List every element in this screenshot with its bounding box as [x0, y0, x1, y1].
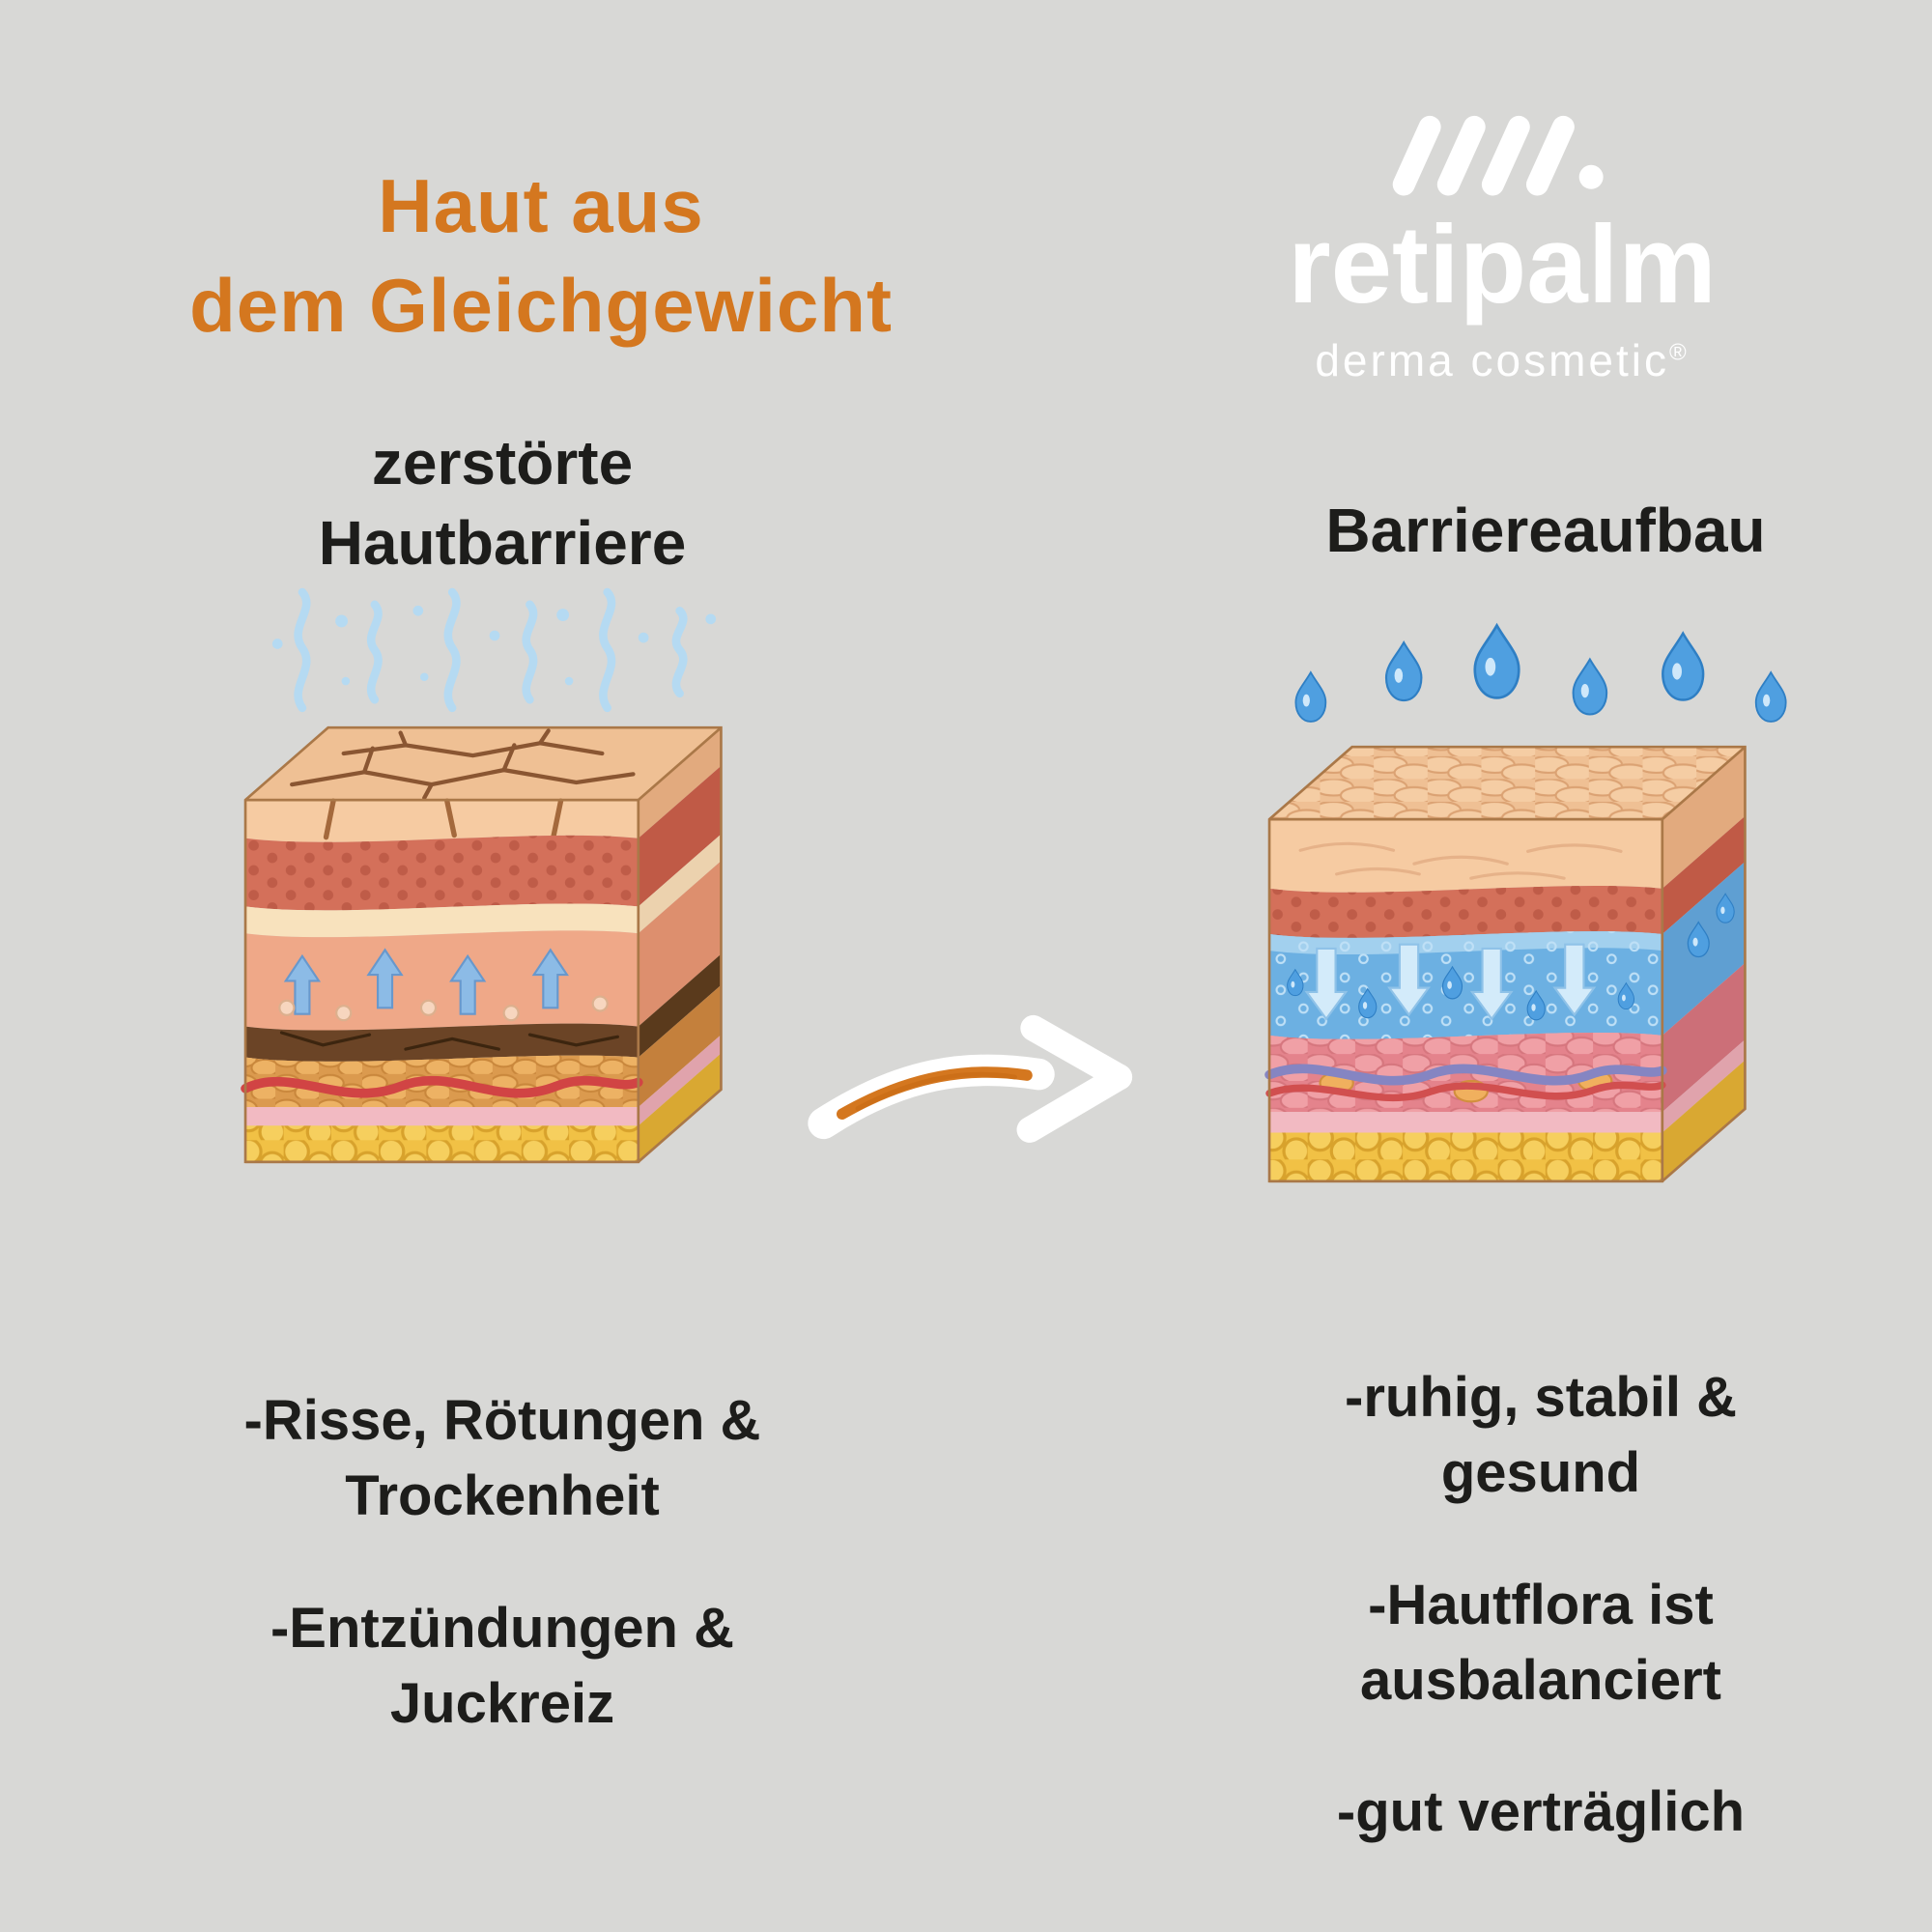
fat-cells-layer [245, 1125, 639, 1162]
registered-mark: ® [1668, 339, 1690, 366]
blood-vessel-icon [241, 1075, 643, 1098]
healthy-cube-side [1662, 747, 1746, 1181]
symptom-line: Juckreiz [389, 1671, 615, 1735]
evaporation-waves-icon [294, 587, 688, 713]
damaged-skin-heading-line-2: Hautbarriere [318, 508, 687, 579]
brand-tagline-text: derma cosmetic [1315, 335, 1669, 385]
page-title-line-2: dem Gleichgewicht [189, 262, 893, 348]
damaged-skin-illustration [241, 587, 723, 1164]
barrier-benefits: -ruhig, stabil & gesund -Hautflora ist a… [1208, 1360, 1874, 1906]
benefit-item: -gut verträglich [1208, 1775, 1874, 1850]
epidermis-cell-lines [1298, 841, 1623, 880]
symptom-item: -Risse, Rötungen & Trockenheit [155, 1383, 850, 1535]
symptom-line: Trockenheit [345, 1464, 660, 1528]
page-title-line-1: Haut aus [378, 163, 704, 248]
symptom-item: -Entzündungen & Juckreiz [155, 1591, 850, 1743]
benefit-line: -gut verträglich [1336, 1780, 1746, 1844]
benefit-line: ausbalanciert [1360, 1648, 1721, 1712]
damaged-cube-top [245, 727, 722, 801]
page-title: Haut aus dem Gleichgewicht [145, 156, 937, 355]
dermis-pearls [278, 995, 609, 1022]
logo-dot-icon [1578, 164, 1604, 189]
fat-cells-layer [1269, 1132, 1662, 1181]
slash-marks-icon [1392, 115, 1604, 196]
symptom-line: -Risse, Rötungen & [243, 1389, 761, 1452]
barrier-rebuild-heading: Barriereaufbau [1325, 496, 1766, 565]
healthy-skin-illustration [1264, 624, 1787, 1183]
benefit-line: -Hautflora ist [1368, 1573, 1714, 1636]
moisture-down-arrows-icon [1304, 943, 1597, 1021]
moisture-up-arrows-icon [283, 948, 569, 1015]
cube-outline [243, 725, 723, 1164]
artery-vessel-icon [1265, 1081, 1666, 1102]
damaged-skin-heading-line-1: zerstörte [371, 428, 634, 497]
symptom-line: -Entzündungen & [270, 1596, 734, 1660]
healthy-cube-top [1269, 747, 1746, 820]
benefit-line: -ruhig, stabil & [1345, 1366, 1737, 1429]
damaged-cube-side [638, 727, 722, 1162]
deep-cracks [279, 1031, 619, 1051]
brand-name: retipalm [1288, 204, 1717, 327]
benefit-item: -ruhig, stabil & gesund [1208, 1360, 1874, 1512]
hand-drawn-arrow-icon [808, 1014, 1133, 1143]
damaged-cube-front [241, 798, 643, 1162]
damaged-skin-symptoms: -Risse, Rötungen & Trockenheit -Entzündu… [155, 1383, 850, 1798]
benefit-line: gesund [1440, 1441, 1641, 1505]
evaporation-droplets-icon [271, 605, 717, 686]
vein-vessel-icon [1264, 1064, 1667, 1086]
water-droplets-icon [1294, 624, 1787, 723]
brand-logo: retipalm derma cosmetic® [1164, 114, 1840, 386]
benefit-item: -Hautflora ist ausbalanciert [1208, 1568, 1874, 1719]
healthy-cube-front [1264, 819, 1667, 1181]
cube-outline [1267, 745, 1747, 1183]
brand-tagline: derma cosmetic® [1164, 334, 1840, 386]
damaged-skin-heading: zerstörte Hautbarriere [174, 423, 831, 583]
epidermis-cracks [323, 798, 564, 840]
